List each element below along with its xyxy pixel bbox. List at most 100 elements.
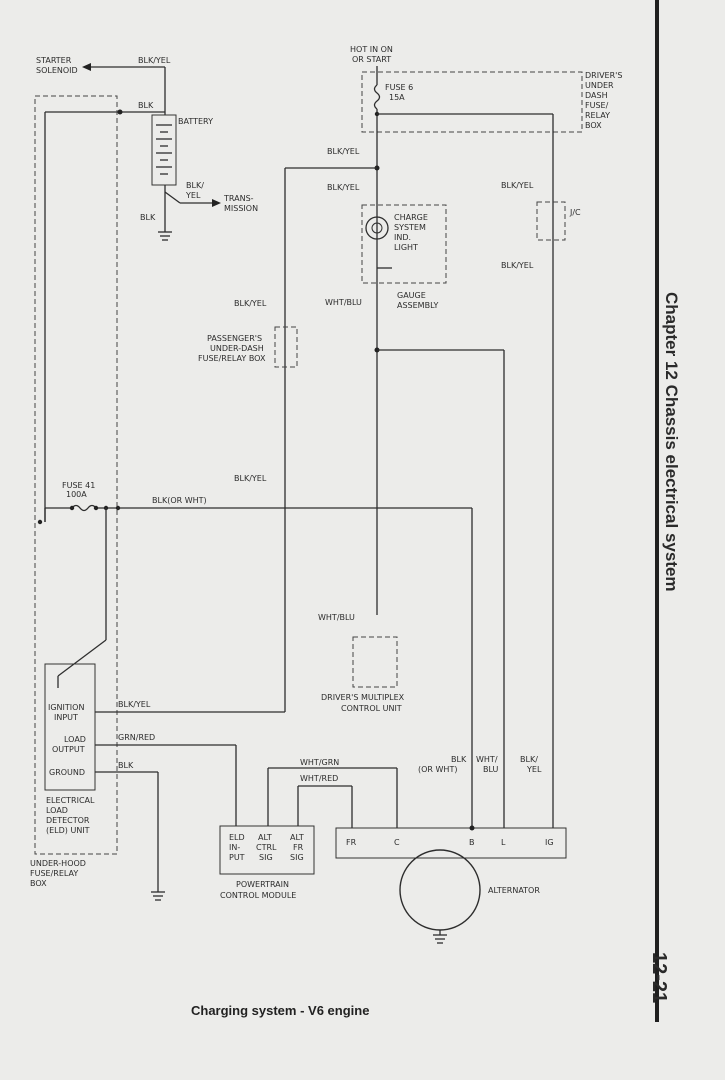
wire-label-ig-2: YEL	[526, 765, 542, 774]
eld-name-1: ELECTRICAL	[46, 796, 95, 805]
alt-terminal-fr: FR	[346, 838, 357, 847]
page-edge-rule	[655, 0, 659, 1022]
jc-connector-outline	[536, 201, 566, 241]
charge-light-label-3: IND.	[394, 233, 411, 242]
figure-caption: Charging system - V6 engine	[191, 1003, 370, 1018]
transmission-arrow	[212, 199, 221, 207]
wire-label-wht-grn: WHT/GRN	[300, 758, 339, 767]
passengers-box-label-2: UNDER-DASH	[210, 344, 264, 353]
alt-terminal-c: C	[394, 838, 400, 847]
wire-label-b-2: (OR WHT)	[418, 765, 457, 774]
eld-pin-load-2: OUTPUT	[52, 745, 85, 754]
alternator-ground-symbol	[433, 930, 447, 944]
wire-label-blk-eld: BLK	[118, 761, 134, 770]
gauge-assembly-label-1: GAUGE	[397, 291, 426, 300]
battery-symbol	[151, 114, 177, 186]
wire-label-blk-yel-trans-1: BLK/	[186, 181, 204, 190]
wire-label-wht-red: WHT/RED	[300, 774, 338, 783]
pcm-pin-eld-3: PUT	[229, 853, 245, 862]
hot-in-on-label-1: HOT IN ON	[350, 45, 393, 54]
pcm-pin-eld-1: ELD	[229, 833, 245, 842]
pcm-name-1: POWERTRAIN	[236, 880, 289, 889]
eld-ground-symbol	[151, 891, 165, 901]
pcm-pin-ctrl-1: ALT	[258, 833, 272, 842]
wire-label-blk-yel-eld: BLK/YEL	[118, 700, 151, 709]
wire-label-b-1: BLK	[451, 755, 467, 764]
underhood-fuse-box-outline	[34, 95, 118, 855]
eld-pin-ignition-2: INPUT	[54, 713, 78, 722]
wire-label-blk-yel-trans-2: YEL	[185, 191, 201, 200]
drivers-box-label-3: DASH	[585, 91, 608, 100]
eld-pin-ground: GROUND	[49, 768, 85, 777]
wire-label-blk-yel-mid: BLK/YEL	[234, 474, 267, 483]
fuse6-label-2: 15A	[389, 93, 405, 102]
transmission-label-1: TRANS-	[223, 194, 254, 203]
wire-label-l-1: WHT/	[476, 755, 498, 764]
wire-label-blk-or-wht: BLK(OR WHT)	[152, 496, 207, 505]
pcm-pin-eld-2: IN-	[229, 843, 240, 852]
drivers-box-label-1: DRIVER'S	[585, 71, 622, 80]
battery-label: BATTERY	[178, 117, 213, 126]
wire-label-blk-yel-pass: BLK/YEL	[234, 299, 267, 308]
eld-pin-load-1: LOAD	[64, 735, 86, 744]
drivers-box-label-6: BOX	[585, 121, 602, 130]
transmission-label-2: MISSION	[224, 204, 258, 213]
multiplex-label-1: DRIVER'S MULTIPLEX	[321, 693, 405, 702]
wire-label-grn-red: GRN/RED	[118, 733, 155, 742]
hot-in-on-label-2: OR START	[352, 55, 391, 64]
charge-light-label-2: SYSTEM	[394, 223, 426, 232]
fuse41-symbol	[45, 504, 472, 512]
fuse6-label-1: FUSE 6	[385, 83, 413, 92]
passengers-box-label-3: FUSE/RELAY BOX	[198, 354, 266, 363]
alternator-label: ALTERNATOR	[488, 886, 540, 895]
charge-light-label-4: LIGHT	[394, 243, 418, 252]
alt-terminal-l: L	[501, 838, 506, 847]
eld-name-2: LOAD	[46, 806, 68, 815]
drivers-box-label-5: RELAY	[585, 111, 610, 120]
alternator-connector-box	[335, 827, 567, 859]
passengers-box-label-1: PASSENGER'S	[207, 334, 262, 343]
starter-solenoid-arrow	[82, 63, 166, 115]
charge-light-bulb	[365, 216, 389, 240]
underhood-box-label-1: UNDER-HOOD	[30, 859, 86, 868]
wire-label-blk-yel-jc-top: BLK/YEL	[501, 181, 534, 190]
underhood-box-label-2: FUSE/RELAY	[30, 869, 78, 878]
starter-solenoid-label-1: STARTER	[36, 56, 72, 65]
eld-name-3: DETECTOR	[46, 816, 90, 825]
fuse6-symbol	[373, 84, 381, 110]
pcm-pin-fr-2: FR	[293, 843, 304, 852]
eld-pin-ignition-1: IGNITION	[48, 703, 84, 712]
pcm-pin-ctrl-2: CTRL	[256, 843, 277, 852]
wire-label-blk-ground: BLK	[140, 213, 156, 222]
wire-label-l-2: BLU	[483, 765, 499, 774]
underhood-box-label-3: BOX	[30, 879, 47, 888]
fuse41-label-1: FUSE 41	[62, 481, 95, 490]
jc-label: J/C	[569, 208, 581, 217]
fuse41-label-2: 100A	[66, 490, 87, 499]
wire-label-blk-yel-1: BLK/YEL	[327, 147, 360, 156]
wire-label-blk-yel-jc-bottom: BLK/YEL	[501, 261, 534, 270]
wire-label-blk-yel-starter: BLK/YEL	[138, 56, 171, 65]
alternator-symbol	[399, 849, 481, 931]
starter-solenoid-label-2: SOLENOID	[36, 66, 78, 75]
drivers-box-label-2: UNDER	[585, 81, 614, 90]
pcm-name-2: CONTROL MODULE	[220, 891, 296, 900]
multiplex-unit-outline	[352, 636, 398, 688]
pcm-pin-fr-3: SIG	[290, 853, 304, 862]
drivers-box-label-4: FUSE/	[585, 101, 609, 110]
multiplex-label-2: CONTROL UNIT	[341, 704, 402, 713]
gauge-assembly-outline	[361, 204, 447, 284]
eld-name-4: (ELD) UNIT	[46, 826, 90, 835]
alt-terminal-ig: IG	[545, 838, 554, 847]
charge-light-label-1: CHARGE	[394, 213, 428, 222]
pcm-pin-ctrl-3: SIG	[259, 853, 273, 862]
wire-label-wht-blu-1: WHT/BLU	[325, 298, 362, 307]
wire-label-blk-yel-2: BLK/YEL	[327, 183, 360, 192]
drivers-fuse-box-outline	[361, 71, 583, 133]
alt-terminal-b: B	[469, 838, 475, 847]
passengers-fuse-box-outline	[274, 326, 298, 368]
battery-ground-symbol	[158, 231, 172, 241]
wire-label-blk-battery: BLK	[138, 101, 154, 110]
pcm-box	[219, 825, 315, 875]
